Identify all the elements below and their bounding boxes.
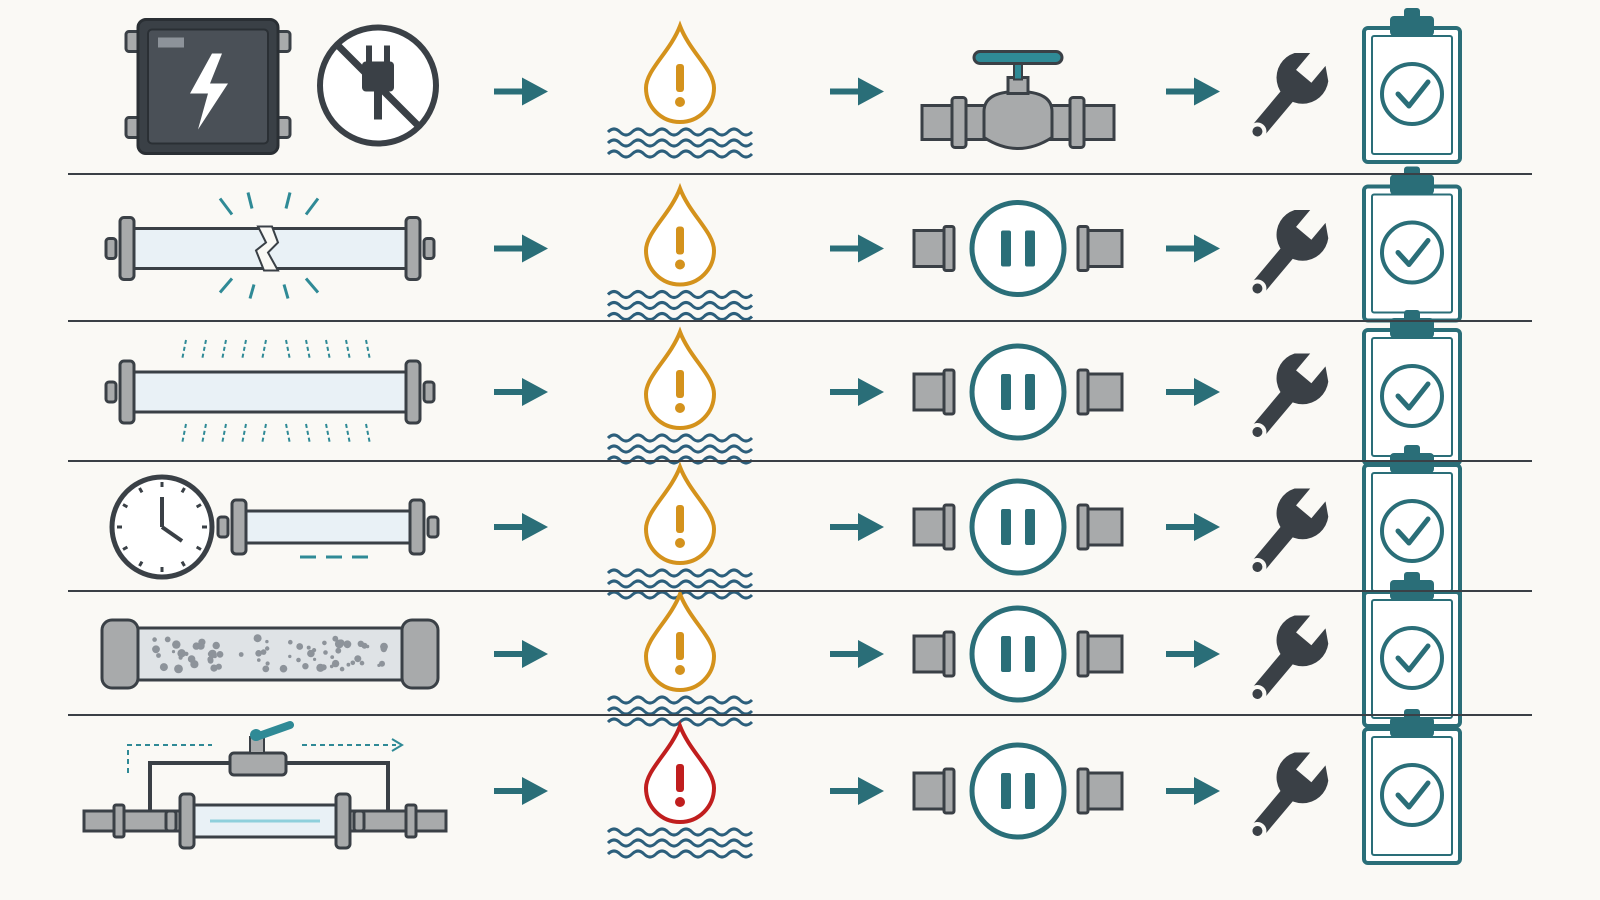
clock-icon <box>109 474 215 580</box>
row-divider <box>68 320 1532 322</box>
flow-arrow-icon <box>830 378 884 406</box>
wrench-icon <box>1248 353 1329 441</box>
cause-sediment-buildup <box>100 618 440 690</box>
flow-arrow-icon <box>1166 777 1220 805</box>
wrench-icon <box>1248 488 1329 576</box>
pause-flow-icon <box>912 343 1124 441</box>
bypass-loop-icon <box>82 721 448 850</box>
cause-lamp-expired <box>109 474 440 580</box>
flow-arrow-icon <box>830 234 884 263</box>
checklist-clipboard-icon <box>1362 8 1462 164</box>
flow-arrow-icon <box>830 513 884 541</box>
row-divider <box>68 714 1532 716</box>
flow-arrow-icon <box>1166 77 1220 106</box>
flow-arrow-icon <box>830 640 884 668</box>
flow-arrow-icon <box>1166 234 1220 263</box>
pause-flow-icon <box>912 742 1124 840</box>
step-row-tube-failure <box>104 310 1462 466</box>
checklist-clipboard-icon <box>1362 572 1462 728</box>
cause-bypass-valve-open <box>82 721 448 850</box>
wrench-icon <box>1248 752 1329 840</box>
dim-uv-tube-icon <box>216 498 440 559</box>
row-divider <box>68 173 1532 175</box>
pause-flow-icon <box>912 200 1124 297</box>
flow-arrow-icon <box>494 378 548 406</box>
flow-arrow-icon <box>494 77 548 106</box>
flow-arrow-icon <box>1166 513 1220 541</box>
step-row-power-outage <box>124 8 1462 164</box>
flow-arrow-icon <box>830 77 884 106</box>
pause-flow-icon <box>912 605 1124 703</box>
flow-arrow-icon <box>494 234 548 263</box>
flow-arrow-icon <box>494 777 548 805</box>
flickering-uv-tube-icon <box>104 339 436 445</box>
no-power-plug-icon <box>317 24 439 147</box>
step-row-cracked-tube <box>104 166 1462 323</box>
fouled-sleeve-icon <box>100 618 440 690</box>
row-divider <box>68 590 1532 592</box>
step-row-lamp-expired <box>109 445 1462 601</box>
water-alert-icon <box>606 20 754 159</box>
wrench-icon <box>1248 209 1329 298</box>
row-divider <box>68 460 1532 462</box>
cause-cracked-tube <box>104 192 436 299</box>
wrench-icon <box>1248 615 1329 703</box>
flow-arrow-icon <box>494 640 548 668</box>
pause-flow-icon <box>912 478 1124 576</box>
checklist-clipboard-icon <box>1362 310 1462 466</box>
water-alert-icon <box>606 588 754 727</box>
wrench-icon <box>1248 52 1329 141</box>
water-alert-icon <box>606 461 754 600</box>
close-valve-icon <box>920 50 1116 150</box>
electrical-panel-icon <box>124 18 292 155</box>
flow-arrow-icon <box>1166 640 1220 668</box>
cause-tube-failure <box>104 339 436 445</box>
water-alert-icon <box>606 182 754 321</box>
flow-arrow-icon <box>494 513 548 541</box>
step-row-sediment-buildup <box>100 572 1462 728</box>
step-row-bypass-valve-open <box>82 709 1462 865</box>
checklist-clipboard-icon <box>1362 166 1462 323</box>
checklist-clipboard-icon <box>1362 445 1462 601</box>
flow-arrow-icon <box>1166 378 1220 406</box>
flow-arrow-icon <box>830 777 884 805</box>
cracked-uv-tube-icon <box>104 192 436 299</box>
water-alert-icon <box>606 326 754 465</box>
cause-power-outage <box>124 18 439 155</box>
checklist-clipboard-icon <box>1362 709 1462 865</box>
critical-water-alert-icon <box>606 720 754 859</box>
